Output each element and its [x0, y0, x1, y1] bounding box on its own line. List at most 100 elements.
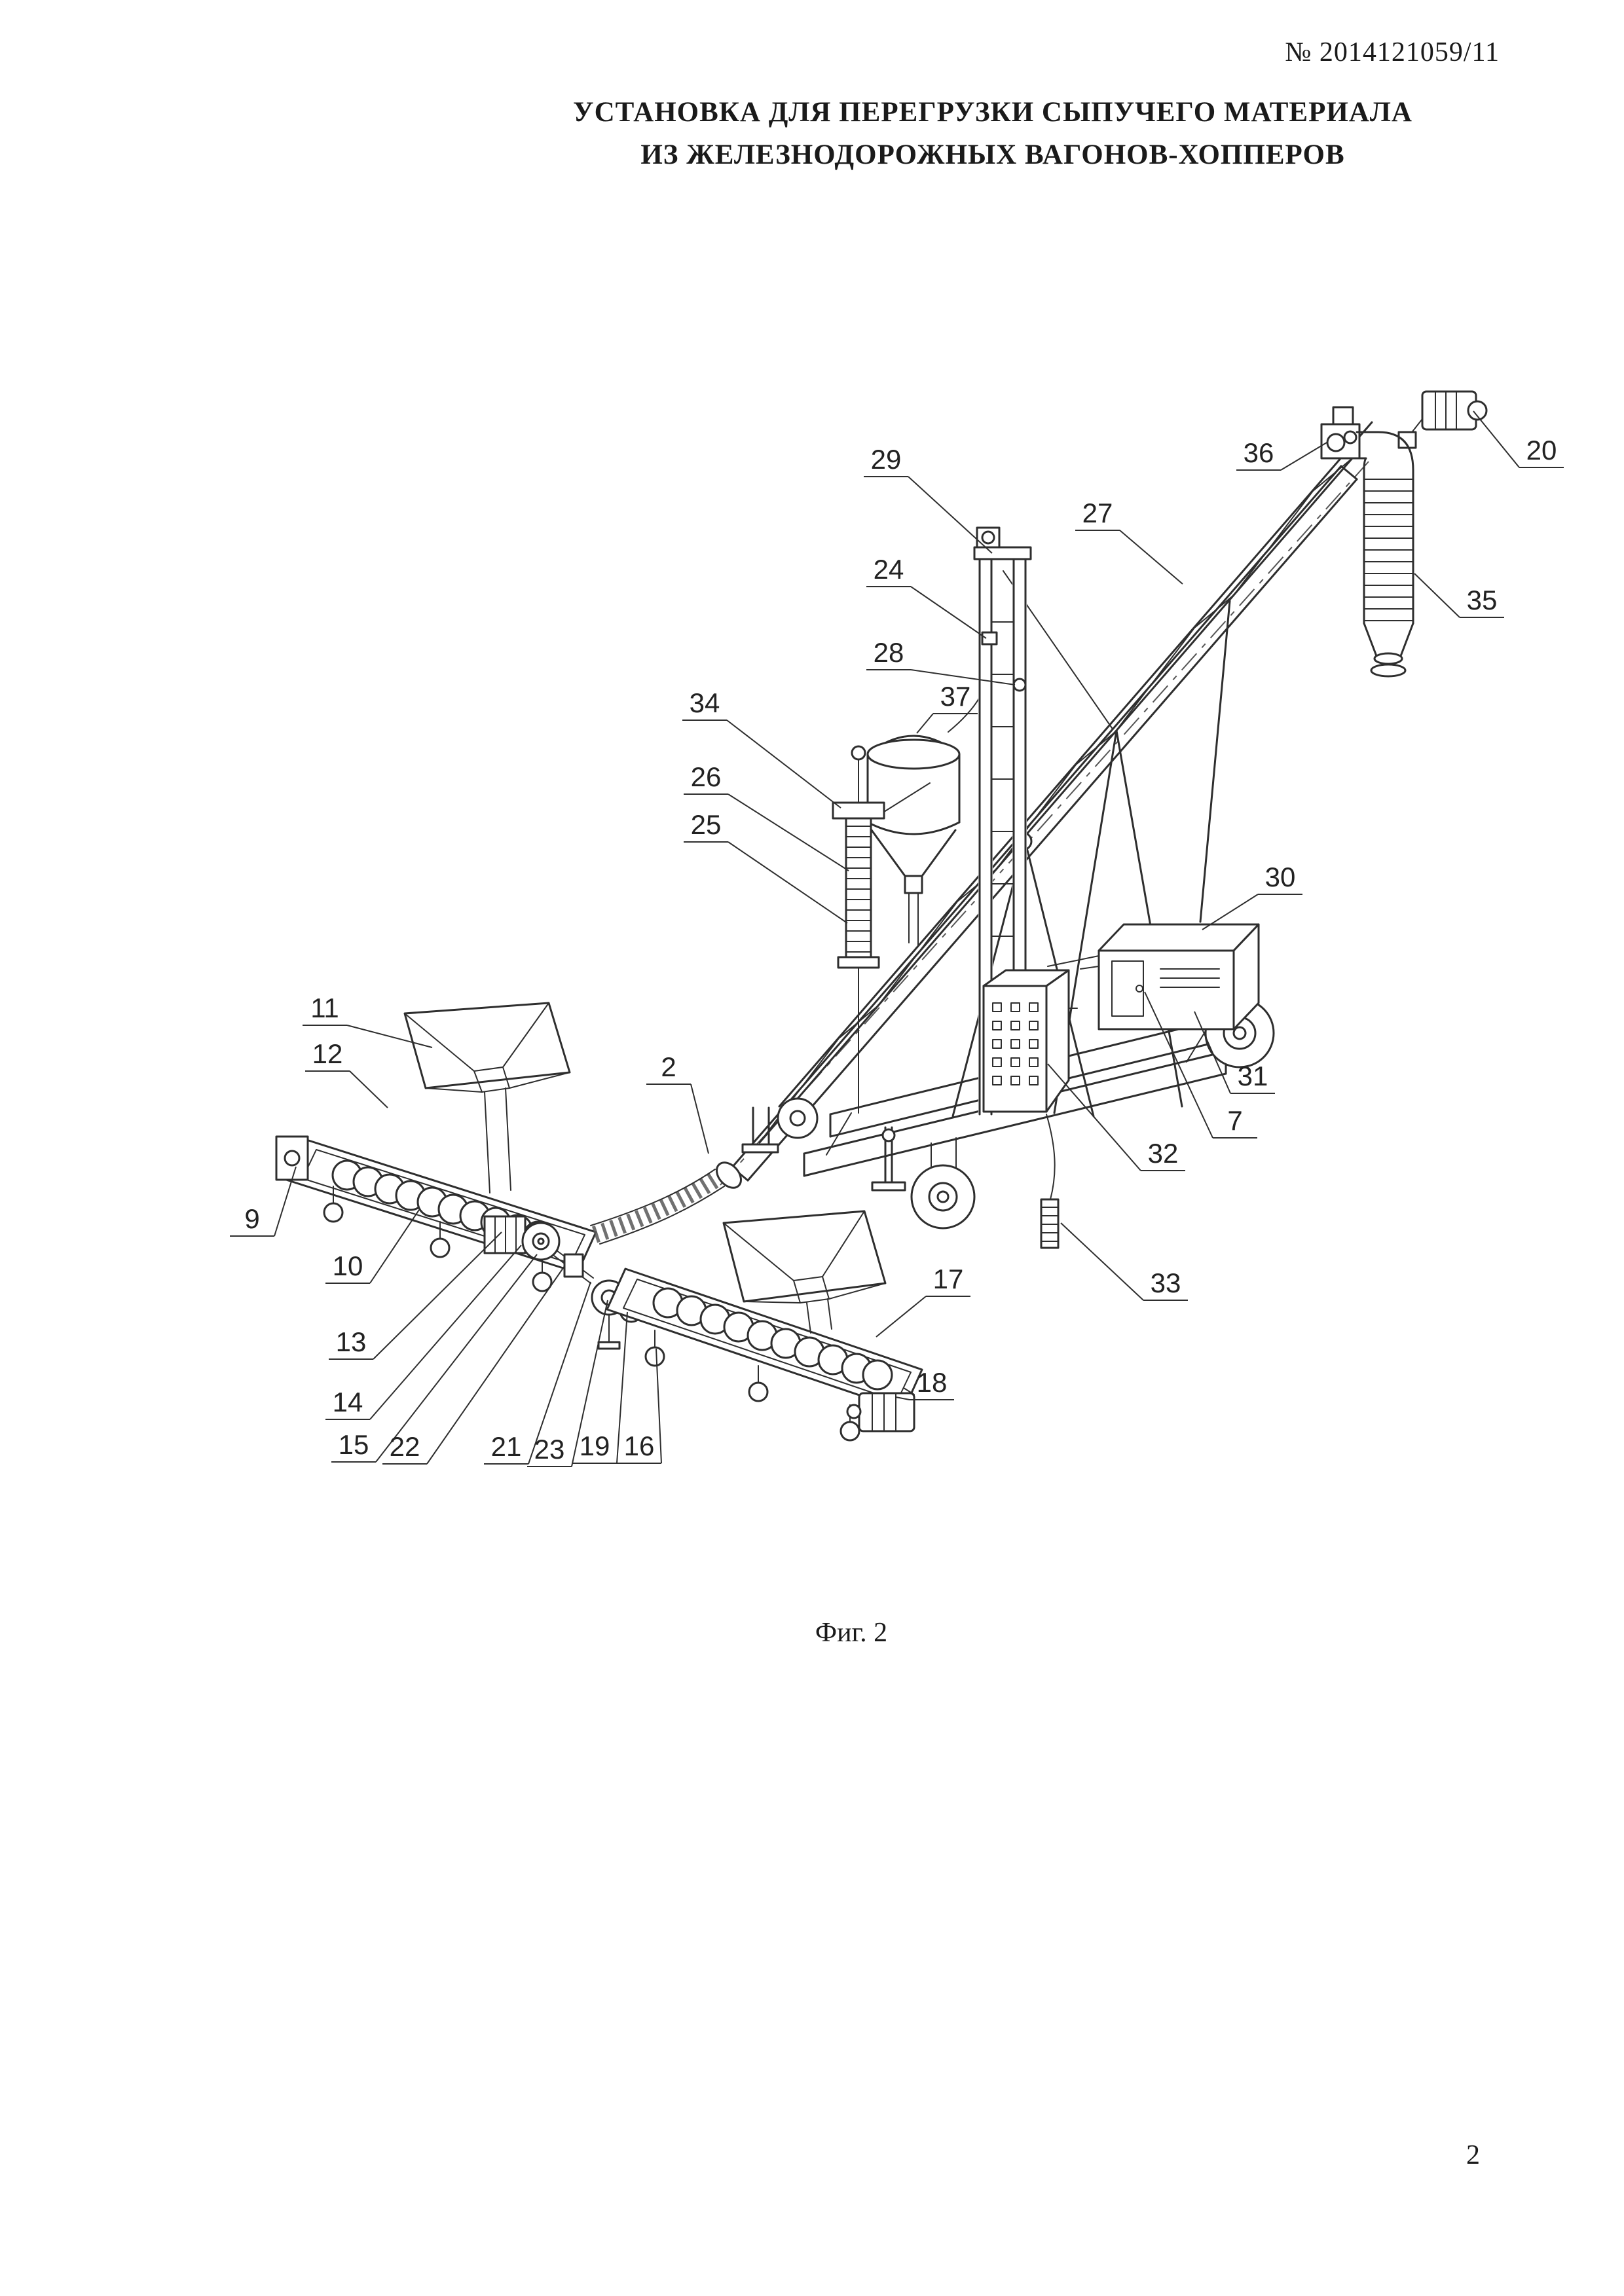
callout-leader: [1144, 991, 1213, 1139]
figure-caption: Фиг. 2: [815, 1618, 888, 1648]
callout-leader: [528, 1281, 591, 1465]
callout-label: 26: [691, 761, 722, 792]
callout-leader: [690, 1084, 709, 1154]
callout-leader: [728, 841, 848, 924]
callout-27: 27: [1075, 498, 1183, 585]
callout-label: 23: [534, 1434, 565, 1465]
callout-label: 10: [333, 1250, 363, 1281]
hopper-2: [722, 1210, 887, 1334]
callout-label: 9: [244, 1203, 259, 1234]
conveyor-2-motor: [846, 1387, 915, 1432]
callout-label: 24: [874, 554, 904, 585]
callout-label: 34: [690, 687, 720, 718]
callout-13: 13: [329, 1231, 502, 1360]
filter-tank: [866, 659, 992, 947]
callout-label: 28: [874, 637, 904, 668]
callout-leader: [910, 586, 987, 639]
callout-label: 27: [1082, 498, 1113, 528]
callout-19: 19: [572, 1311, 628, 1464]
application-number: № 2014121059/11: [1285, 37, 1500, 67]
callout-leader: [908, 476, 993, 554]
callout-36: 36: [1236, 437, 1327, 471]
callout-leader: [728, 793, 849, 871]
callout-label: 35: [1467, 585, 1498, 615]
callout-label: 37: [940, 681, 971, 712]
callout-label: 32: [1148, 1138, 1179, 1169]
callout-31: 31: [1194, 1011, 1275, 1094]
callout-label: 11: [310, 993, 339, 1023]
callout-leader: [369, 1209, 420, 1284]
callout-label: 15: [339, 1429, 369, 1460]
callout-label: 30: [1265, 862, 1296, 892]
callout-17: 17: [876, 1264, 970, 1338]
callout-30: 30: [1202, 862, 1302, 930]
wheels: [777, 998, 1275, 1230]
callout-leader: [1202, 894, 1259, 930]
invention-title: УСТАНОВКА ДЛЯ ПЕРЕГРУЗКИ СЫПУЧЕГО МАТЕРИ…: [508, 92, 1477, 176]
hopper-1: [403, 1002, 571, 1194]
callout-leader: [1414, 573, 1460, 618]
callout-leader: [616, 1311, 628, 1464]
title-line-2: ИЗ ЖЕЛЕЗНОДОРОЖНЫХ ВАГОНОВ-ХОППЕРОВ: [640, 139, 1345, 170]
callout-32: 32: [1047, 1063, 1185, 1171]
callout-leader: [895, 1396, 910, 1400]
screw-jack: [832, 745, 931, 1114]
callout-12: 12: [305, 1038, 388, 1108]
callout-leader: [655, 1348, 662, 1464]
callout-20: 20: [1473, 410, 1564, 468]
callout-label: 13: [336, 1326, 367, 1357]
callout-leader: [1473, 410, 1520, 468]
callout-14: 14: [325, 1245, 522, 1420]
flexible-hose: [590, 1169, 725, 1245]
callout-leader: [1194, 1011, 1231, 1094]
callout-leader: [369, 1245, 522, 1420]
callout-leader: [571, 1300, 608, 1467]
screw-conveyor-2: [606, 1267, 923, 1442]
boom-conveyor: [716, 421, 1373, 1189]
callout-leader: [1047, 1063, 1141, 1171]
callout-16: 16: [617, 1348, 662, 1464]
callout-leader: [1280, 442, 1327, 471]
callout-29: 29: [864, 444, 993, 554]
callout-label: 2: [661, 1051, 676, 1082]
callout-leader: [373, 1231, 502, 1360]
callout-leader: [375, 1254, 538, 1463]
callout-leader: [1060, 1222, 1144, 1301]
callout-21: 21: [484, 1281, 591, 1465]
callout-26: 26: [684, 761, 849, 871]
callout-2: 2: [646, 1051, 709, 1154]
callout-28: 28: [866, 637, 1016, 685]
callout-23: 23: [527, 1300, 608, 1467]
callout-label: 18: [917, 1367, 948, 1398]
callout-35: 35: [1414, 573, 1504, 618]
boom-head-drive: [1320, 406, 1361, 460]
callout-label: 12: [312, 1038, 343, 1069]
callout-25: 25: [684, 809, 848, 924]
head-motor: [1397, 390, 1488, 449]
callout-leader: [274, 1166, 297, 1237]
callout-leader: [726, 720, 841, 809]
callout-18: 18: [895, 1367, 954, 1400]
control-cabinet: [982, 969, 1070, 1113]
callout-label: 31: [1238, 1061, 1268, 1091]
callout-label: 36: [1244, 437, 1274, 468]
callout-leader: [910, 669, 1016, 685]
callout-label: 19: [580, 1430, 610, 1461]
callout-leader: [916, 713, 934, 734]
callout-7: 7: [1144, 991, 1257, 1139]
callout-leader: [346, 1025, 433, 1048]
callout-37: 37: [916, 681, 978, 734]
callout-10: 10: [325, 1209, 420, 1284]
callout-leader: [426, 1266, 565, 1465]
callout-24: 24: [866, 554, 987, 639]
callout-label: 22: [390, 1431, 420, 1462]
callout-leader: [1119, 530, 1183, 585]
page-number: 2: [1466, 2140, 1480, 2170]
callout-33: 33: [1060, 1222, 1188, 1301]
callout-label: 25: [691, 809, 722, 840]
screw-conveyor-1: [275, 1135, 597, 1292]
callout-34: 34: [682, 687, 841, 809]
